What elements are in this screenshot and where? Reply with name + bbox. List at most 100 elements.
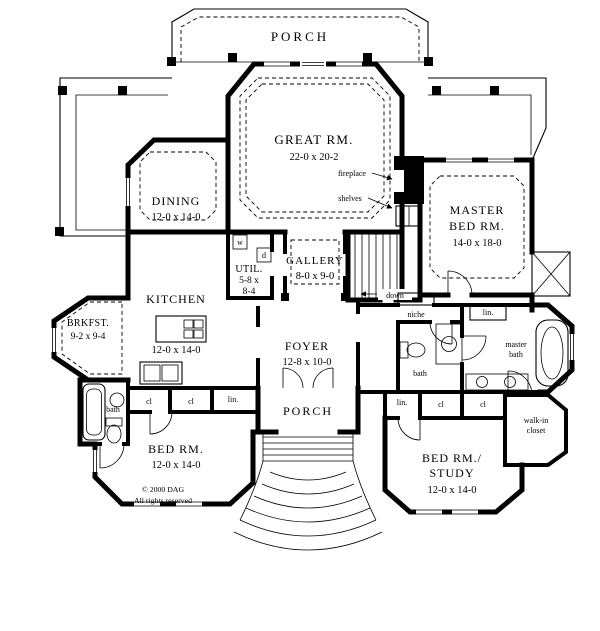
master-bath-label-2: bath: [509, 350, 523, 359]
porch-bottom-label: PORCH: [283, 404, 333, 418]
bathroom-left: bath: [82, 383, 125, 469]
copyright-line-1: © 2000 DAG: [142, 485, 185, 494]
bath-right-label: bath: [413, 369, 427, 378]
foyer-label: FOYER: [285, 339, 329, 353]
tub: [535, 319, 569, 387]
sink: [109, 392, 125, 408]
bed-study-label-1: BED RM./: [422, 451, 482, 465]
dryer-label: d: [262, 251, 266, 260]
bed-left-dims: 12-0 x 14-0: [152, 460, 201, 471]
vanity: [435, 323, 463, 365]
utility-dims-2: 8-4: [243, 287, 256, 297]
bath-left-label: bath: [106, 405, 120, 414]
porch-post: [55, 227, 64, 236]
porch-post: [363, 53, 372, 62]
fireplace-label: fireplace: [338, 169, 366, 178]
windows: [50, 60, 576, 516]
bath-door-arc: [99, 443, 125, 469]
front-door-right-arc: [312, 367, 334, 389]
toilet: [106, 424, 122, 444]
bedroom-study: BED RM./ STUDY 12-0 x 14-0: [422, 451, 482, 496]
niche: [397, 292, 435, 306]
master-door-arc: [447, 270, 473, 296]
porch-post: [228, 53, 237, 62]
dryer: [256, 247, 272, 263]
sink: [504, 376, 516, 388]
gallery-label: GALLERY: [286, 255, 344, 267]
bed-left-label: BED RM.: [148, 442, 204, 456]
sink: [476, 376, 488, 388]
closet-label: cl: [146, 397, 153, 406]
linen-master-label: lin.: [483, 308, 493, 317]
bedroom-door-arc: [397, 417, 421, 441]
kitchen: KITCHEN 12-0 x 14-0: [139, 292, 207, 385]
closet-door-arc: [507, 370, 533, 396]
utility-room: w d UTIL. 5-8 x 8-4: [232, 234, 272, 297]
walkin-label-1: walk-in: [524, 416, 548, 425]
porch-top-label: PORCH: [271, 29, 329, 44]
closet-label: cl: [438, 400, 445, 409]
wraparound-porch-left: [55, 77, 172, 237]
great-room: GREAT RM. 22-0 x 20-2: [239, 77, 391, 219]
down-label: down: [386, 291, 404, 300]
porch-post: [167, 57, 176, 66]
breakfast-nook: BRKFST. 9-2 x 9-4: [61, 301, 123, 375]
bedroom-left: BED RM. 12-0 x 14-0 © 2000 DAG All right…: [134, 442, 204, 505]
dining-label: DINING: [152, 194, 201, 208]
kitchen-sink: [139, 361, 183, 385]
hall: niche: [397, 292, 435, 319]
master-bath-door-arc: [461, 335, 487, 361]
walk-in-closet: walk-in closet: [507, 370, 548, 435]
bottom-porch-steps: PORCH: [233, 404, 383, 551]
bathroom-right: bath: [399, 321, 463, 378]
master-bedroom: MASTER BED RM. 14-0 x 18-0: [429, 175, 571, 297]
master-bed-dims: 14-0 x 18-0: [453, 238, 502, 249]
sink: [441, 336, 457, 352]
porch-post: [118, 86, 127, 95]
master-bed-label-1: MASTER: [450, 203, 505, 217]
front-door-left-arc: [282, 367, 304, 389]
closet-label: cl: [188, 397, 195, 406]
kitchen-island: [155, 315, 207, 343]
great-room-label: GREAT RM.: [274, 132, 353, 147]
porch-post: [424, 57, 433, 66]
bed-study-dims: 12-0 x 14-0: [428, 485, 477, 496]
master-bathroom: lin. master bath: [461, 304, 569, 391]
shelves-label: shelves: [338, 194, 362, 203]
gallery-dims: 8-0 x 9-0: [296, 271, 335, 282]
closets-left: cl cl lin.: [146, 395, 238, 435]
utility-dims-1: 5-8 x: [239, 276, 259, 286]
porch-post: [58, 86, 67, 95]
linen-shelf: [469, 304, 507, 321]
porch-post: [432, 86, 441, 95]
washer-label: w: [237, 238, 243, 247]
master-vanity: [465, 373, 529, 391]
bed-study-label-2: STUDY: [429, 466, 474, 480]
master-bed-label-2: BED RM.: [449, 219, 505, 233]
bedroom-door-arc: [149, 411, 173, 435]
top-porch: PORCH: [167, 8, 433, 66]
tub: [82, 383, 106, 441]
linen-label: lin.: [397, 398, 407, 407]
kitchen-dims: 12-0 x 14-0: [152, 345, 201, 356]
walkin-label-2: closet: [527, 426, 546, 435]
great-room-dims: 22-0 x 20-2: [290, 152, 339, 163]
breakfast-dims: 9-2 x 9-4: [71, 332, 106, 342]
copyright-line-2: All rights reserved: [134, 496, 192, 505]
gallery-post: [281, 293, 289, 301]
porch-post: [490, 86, 499, 95]
dining-dims: 12-0 x 14-0: [152, 212, 201, 223]
master-bath-label-1: master: [505, 340, 527, 349]
gallery: GALLERY 8-0 x 9-0: [281, 239, 349, 301]
bath-door-arc: [429, 321, 453, 345]
gallery-post: [341, 293, 349, 301]
niche-label: niche: [407, 310, 425, 319]
foyer-dims: 12-8 x 10-0: [283, 357, 332, 368]
staircase: down: [354, 234, 412, 300]
dining-room: DINING 12-0 x 14-0: [139, 151, 217, 223]
washer: [232, 234, 248, 250]
kitchen-label: KITCHEN: [146, 292, 206, 306]
wraparound-porch-right: [428, 77, 547, 159]
